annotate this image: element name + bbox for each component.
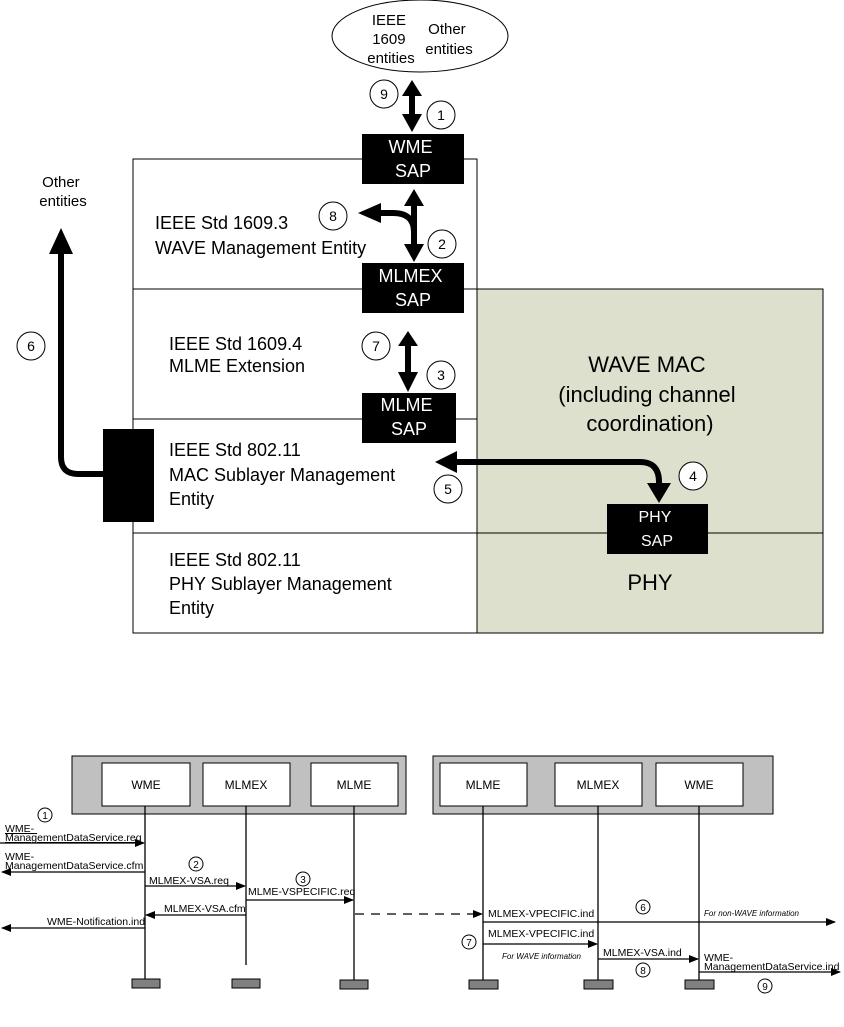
svg-text:MLME: MLME — [466, 778, 501, 792]
svg-text:9: 9 — [380, 86, 388, 102]
ieee-1609-entities-label: IEEE 1609 entities — [367, 12, 415, 67]
svg-text:1: 1 — [437, 107, 445, 123]
svg-text:WME: WME — [684, 778, 713, 792]
step-9-marker: 9 — [369, 79, 399, 109]
msg-mlmex-vsa-ind: MLMEX-VSA.ind — [598, 947, 699, 963]
step-2-marker: 2 — [427, 229, 457, 259]
left-other-entities-label: Other entities — [39, 174, 87, 210]
arrow-mlme-to-phy-sap — [435, 451, 671, 503]
svg-text:For non-WAVE information: For non-WAVE information — [704, 909, 800, 918]
right-wme-entity: WME — [655, 762, 744, 807]
msg-wme-mgmt-data-req: WME- ManagementDataService.req — [0, 823, 145, 847]
layer-mlmex-label: IEEE Std 1609.4 MLME Extension — [169, 334, 307, 376]
svg-text:For WAVE information: For WAVE information — [502, 952, 582, 961]
svg-text:4: 4 — [689, 468, 697, 484]
svg-text:WME- ManagementDataSer: WME- ManagementDataService.cfm — [5, 851, 144, 872]
svg-text:1: 1 — [42, 811, 48, 822]
svg-text:8: 8 — [640, 966, 646, 977]
right-mlmex-entity: MLMEX — [554, 762, 643, 807]
arrow-mlmex-to-mlme-sap — [398, 331, 418, 392]
step-7-marker: 7 — [361, 331, 391, 361]
svg-text:WME- ManagementDataSer: WME- ManagementDataService.req — [5, 823, 142, 844]
svg-text:PHY SAP: PHY SAP — [638, 509, 675, 550]
msg-mlmex-vspecific-ind-wave: MLMEX-VPECIFIC.ind For WAVE information — [483, 928, 598, 961]
msg-mlmex-vspecific-ind-nonwave: MLMEX-VPECIFIC.ind For non-WAVE informat… — [483, 908, 836, 926]
svg-text:MLMEX-VSA.req: MLMEX-VSA.req — [149, 875, 229, 887]
step-8-marker: 8 — [318, 201, 348, 231]
entities-ellipse — [331, 0, 509, 73]
svg-text:MLMEX SAP: MLMEX SAP — [378, 266, 447, 310]
seq-step-1: 1 — [37, 807, 53, 823]
wave-mac-label: WAVE MAC (including channel coordination… — [558, 352, 741, 436]
svg-text:MLMEX: MLMEX — [225, 778, 268, 792]
lifeline-foot — [468, 979, 499, 990]
msg-mlme-vspecific-req: MLME-VSPECIFIC.req — [246, 886, 356, 904]
right-mlme-entity: MLME — [439, 762, 528, 807]
ellipse-other-entities-label: Other entities — [425, 21, 473, 58]
svg-text:2: 2 — [193, 860, 199, 871]
svg-text:MLMEX-VSA.ind: MLMEX-VSA.ind — [603, 947, 682, 959]
arrow-wme-sap-to-entities — [402, 80, 422, 132]
svg-text:2: 2 — [438, 236, 446, 252]
svg-text:WME SAP: WME SAP — [388, 137, 437, 181]
svg-text:MLME: MLME — [337, 778, 372, 792]
svg-text:6: 6 — [27, 338, 35, 354]
svg-text:MLMEX-VPECIFIC.ind: MLMEX-VPECIFIC.ind — [488, 928, 594, 940]
arrow-wme-to-mlmex-sap — [358, 189, 424, 262]
left-mlme-entity: MLME — [310, 762, 399, 807]
svg-text:7: 7 — [466, 938, 472, 949]
mlmex-sap: MLMEX SAP — [362, 263, 464, 313]
sequence-diagram: WME MLMEX MLME MLME MLMEX WME — [0, 755, 841, 994]
svg-text:WME: WME — [131, 778, 160, 792]
svg-text:9: 9 — [762, 982, 768, 993]
step-3-marker: 3 — [426, 360, 456, 390]
lifeline-foot — [583, 979, 614, 990]
svg-text:WME- ManagementDataSer: WME- ManagementDataService.ind — [704, 952, 840, 973]
step-5-marker: 5 — [433, 474, 463, 504]
svg-text:MLME-VSPECIFIC.req: MLME-VSPECIFIC.req — [248, 886, 356, 898]
layer-plme-box — [132, 532, 478, 634]
msg-wme-mgmt-data-ind: WME- ManagementDataService.ind — [699, 952, 841, 976]
svg-text:MLMEX-VPECIFIC.ind: MLMEX-VPECIFIC.ind — [488, 908, 594, 920]
lifeline-foot — [684, 979, 715, 990]
mlme-left-block — [103, 429, 154, 522]
seq-step-3: 3 — [295, 871, 311, 887]
svg-text:3: 3 — [300, 875, 306, 886]
seq-step-7: 7 — [461, 934, 477, 950]
msg-wme-mgmt-data-cfm: WME- ManagementDataService.cfm — [1, 851, 145, 876]
left-mlmex-entity: MLMEX — [202, 762, 291, 807]
top-architecture-diagram: IEEE Std 1609.3 WAVE Management Entity I… — [16, 0, 824, 634]
phy-sap: PHY SAP — [607, 504, 708, 554]
svg-text:MLMEX-VSA.cfm: MLMEX-VSA.cfm — [164, 903, 246, 915]
lifeline-foot — [231, 978, 261, 989]
left-wme-entity: WME — [101, 762, 191, 807]
svg-text:3: 3 — [437, 367, 445, 383]
seq-step-6: 6 — [635, 899, 651, 915]
layer-mlme-label: IEEE Std 802.11 MAC Sublayer Management … — [169, 440, 400, 509]
phy-label: PHY — [627, 570, 673, 595]
step-1-marker: 1 — [426, 100, 456, 130]
msg-mlmex-vsa-cfm: MLMEX-VSA.cfm — [145, 903, 246, 919]
lifeline-foot — [339, 979, 369, 990]
svg-text:WME-Notification.ind: WME-Notification.ind — [47, 916, 145, 928]
layer-wme-label: IEEE Std 1609.3 WAVE Management Entity — [155, 213, 366, 258]
step-4-marker: 4 — [678, 461, 708, 491]
svg-text:MLMEX: MLMEX — [577, 778, 620, 792]
arrow-mlme-to-other-entities — [49, 228, 103, 477]
wme-sap: WME SAP — [362, 134, 464, 184]
svg-text:6: 6 — [640, 903, 646, 914]
seq-step-2: 2 — [188, 856, 204, 872]
mlme-sap: MLME SAP — [362, 393, 456, 443]
svg-text:7: 7 — [372, 338, 380, 354]
msg-wme-notification-ind: WME-Notification.ind — [1, 916, 145, 932]
layer-plme-label: IEEE Std 802.11 PHY Sublayer Management … — [169, 550, 397, 618]
step-6-marker: 6 — [16, 331, 46, 361]
svg-text:5: 5 — [444, 481, 452, 497]
lifeline-foot — [131, 978, 161, 989]
seq-step-9: 9 — [757, 978, 773, 994]
msg-mlmex-vsa-req: MLMEX-VSA.req — [145, 875, 246, 890]
svg-text:MLME SAP: MLME SAP — [380, 395, 437, 439]
svg-text:8: 8 — [329, 208, 337, 224]
seq-step-8: 8 — [635, 962, 651, 978]
